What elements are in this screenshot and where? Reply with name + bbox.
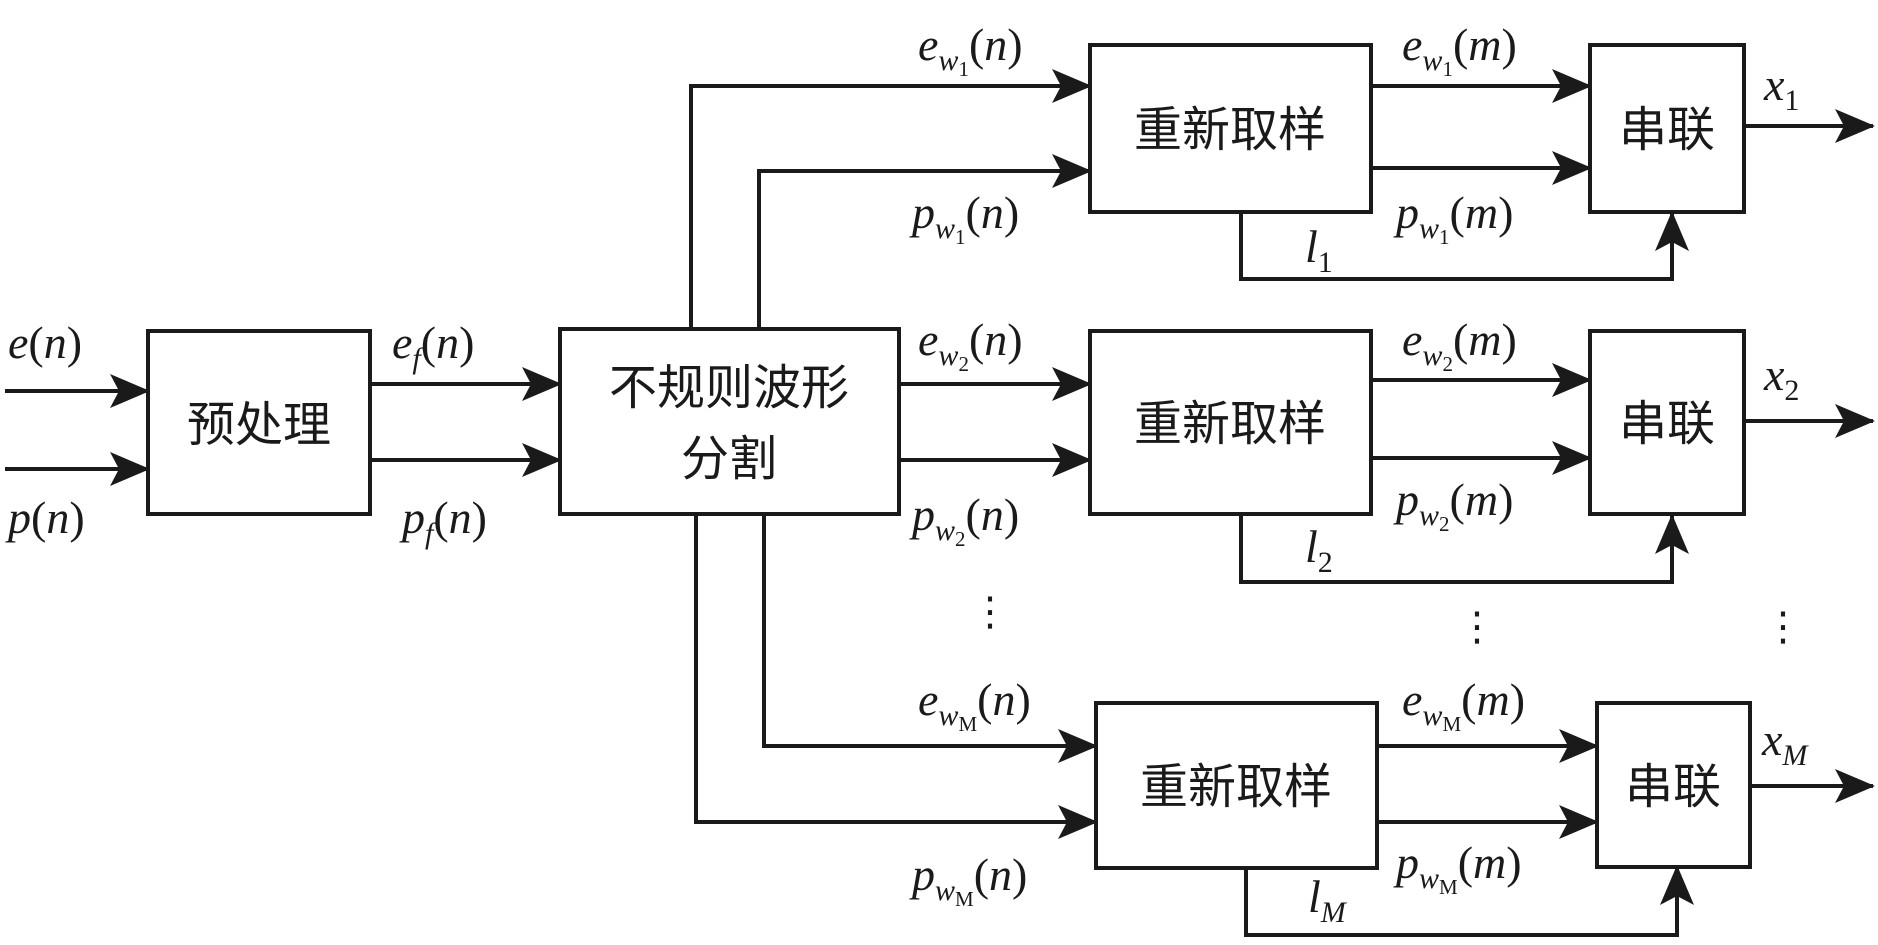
connection-wires bbox=[5, 69, 1875, 937]
wire-l2 bbox=[1239, 514, 1689, 584]
resample-label: 重新取样 bbox=[1134, 396, 1326, 452]
resample-block-2: 重新取样 bbox=[1088, 329, 1373, 516]
preprocess-label: 预处理 bbox=[187, 397, 331, 453]
label-ew1-m: ew1(m) bbox=[1402, 19, 1517, 81]
wire-pwM-n bbox=[694, 514, 1098, 839]
wire-l1 bbox=[1239, 211, 1689, 281]
resample-block-M: 重新取样 bbox=[1094, 701, 1379, 870]
segment-label-line2: 分割 bbox=[681, 431, 777, 487]
wire-lM bbox=[1244, 865, 1694, 937]
label-e-n: e(n) bbox=[8, 317, 82, 368]
label-pw2-n: pw2(n) bbox=[909, 489, 1019, 551]
label-p-n: p(n) bbox=[5, 492, 85, 543]
concat-label: 串联 bbox=[1619, 102, 1715, 158]
ellipsis-resample-input: ⋮ bbox=[970, 589, 1010, 635]
label-pw1-n: pw1(n) bbox=[909, 187, 1019, 249]
label-ew1-n: ew1(n) bbox=[918, 19, 1023, 81]
wire-ewM-n bbox=[762, 514, 1098, 763]
label-xM: xM bbox=[1761, 714, 1809, 772]
label-pw1-m: pw1(m) bbox=[1393, 187, 1513, 249]
label-ewM-m: ewM(m) bbox=[1402, 674, 1525, 736]
ellipsis-resample-output: ⋮ bbox=[1457, 604, 1497, 650]
concat-label: 串联 bbox=[1619, 396, 1715, 452]
resample-label: 重新取样 bbox=[1134, 102, 1326, 158]
label-ew2-m: ew2(m) bbox=[1402, 314, 1517, 376]
segment-label-line1: 不规则波形 bbox=[609, 360, 849, 416]
resample-block-1: 重新取样 bbox=[1088, 43, 1373, 214]
concat-block-M: 串联 bbox=[1595, 701, 1752, 869]
concat-block-1: 串联 bbox=[1588, 43, 1746, 214]
label-ewM-n: ewM(n) bbox=[918, 674, 1031, 736]
wire-ew1-n bbox=[689, 69, 1092, 329]
label-x1: x1 bbox=[1763, 59, 1799, 117]
label-x2: x2 bbox=[1763, 349, 1799, 407]
concat-label: 串联 bbox=[1625, 759, 1721, 815]
label-pwM-n: pwM(n) bbox=[909, 849, 1027, 911]
resample-label: 重新取样 bbox=[1140, 759, 1332, 815]
label-l1: l1 bbox=[1305, 221, 1333, 279]
label-l2: l2 bbox=[1305, 521, 1333, 579]
label-ew2-n: ew2(n) bbox=[918, 314, 1023, 376]
segment-block: 不规则波形 分割 bbox=[558, 327, 901, 516]
label-pw2-m: pw2(m) bbox=[1393, 474, 1513, 536]
label-ef-n: ef(n) bbox=[392, 317, 474, 375]
preprocess-block: 预处理 bbox=[146, 329, 372, 516]
wire-pw1-n bbox=[757, 154, 1092, 329]
ellipsis-concat-output: ⋮ bbox=[1763, 604, 1803, 650]
label-lM: lM bbox=[1308, 871, 1348, 929]
concat-block-2: 串联 bbox=[1588, 329, 1746, 516]
label-pwM-m: pwM(m) bbox=[1393, 837, 1522, 899]
label-pf-n: pf(n) bbox=[399, 492, 487, 550]
